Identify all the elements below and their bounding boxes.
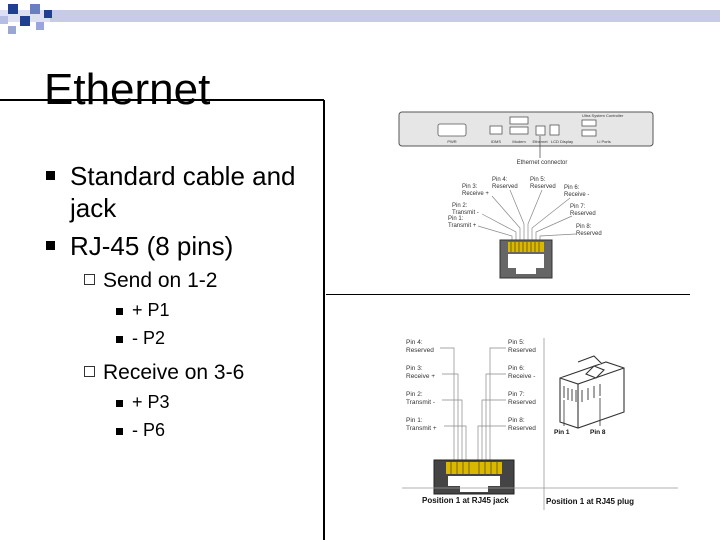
panel-label: LCD Display (551, 139, 573, 144)
sub-bullet-text: Send on 1-2 (103, 269, 217, 292)
pin-label: Pin 5: (530, 177, 546, 183)
slide-title: Ethernet (44, 62, 210, 118)
pin-desc: Transmit - (406, 399, 435, 406)
pin-desc: Reserved (570, 211, 596, 217)
pin-desc: Reserved (576, 231, 602, 237)
rj45-pinout-diagram: Pin 4: Reserved Pin 3: Receive + Pin 2: … (398, 334, 682, 512)
pin-label: Pin 3: (406, 365, 423, 372)
panel-label: Ultra System Controller (582, 113, 624, 118)
bullet-text: RJ-45 (8 pins) (70, 231, 233, 261)
pin-label: Pin 4: (406, 339, 423, 346)
panel-label: PWR (447, 139, 456, 144)
sub-sub-bullet-text: - P6 (132, 420, 165, 440)
square-bullet-icon (116, 428, 123, 435)
pin-label: Pin 7: (508, 391, 525, 398)
square-bullet-icon (116, 336, 123, 343)
plug-caption: Position 1 at RJ45 plug (546, 497, 634, 506)
pin-desc: Transmit - (452, 210, 479, 216)
title-underline (0, 99, 324, 101)
panel-label: Li Ports (597, 139, 611, 144)
hollow-square-bullet-icon (84, 274, 95, 285)
pin-desc: Transmit + (406, 425, 437, 432)
square-bullet-icon (46, 171, 55, 180)
pin-desc: Reserved (406, 347, 434, 354)
pin-desc: Receive + (462, 191, 489, 197)
pin-desc: Reserved (492, 184, 518, 190)
sub-sub-bullet-text: + P3 (132, 392, 170, 412)
square-bullet-icon (116, 400, 123, 407)
pin-label: Pin 4: (492, 177, 508, 183)
pin-label: Pin 1: (406, 417, 423, 424)
pin-desc: Reserved (530, 184, 556, 190)
pin-desc: Receive + (406, 373, 435, 380)
plug-pin-right-label: Pin 8 (590, 429, 606, 436)
sub-sub-bullet-item: - P6 (44, 418, 334, 442)
sub-bullet-item: Receive on 3-6 (44, 360, 334, 386)
sub-sub-bullet-item: + P3 (44, 390, 334, 414)
pin-label: Pin 2: (452, 203, 468, 209)
pin-label: Pin 6: (508, 365, 525, 372)
jack-caption: Position 1 at RJ45 jack (422, 496, 509, 505)
pin-label: Pin 7: (570, 204, 586, 210)
panel-label: Ethernet (532, 139, 548, 144)
hollow-square-bullet-icon (84, 366, 95, 377)
sub-sub-bullet-text: - P2 (132, 328, 165, 348)
panel-label: IDMS (491, 139, 501, 144)
pin-label: Pin 8: (508, 417, 525, 424)
square-bullet-icon (46, 241, 55, 250)
pin-label: Pin 8: (576, 224, 592, 230)
sub-sub-bullet-item: - P2 (44, 326, 334, 350)
bullet-text: Standard cable and jack (70, 161, 296, 223)
pin-label: Pin 1: (448, 216, 464, 222)
pin-label: Pin 3: (462, 184, 478, 190)
sub-bullet-item: Send on 1-2 (44, 268, 334, 294)
connector-caption: Ethernet connector (517, 160, 568, 166)
pin-desc: Receive - (508, 373, 535, 380)
pin-desc: Transmit + (448, 223, 477, 229)
pin-label: Pin 2: (406, 391, 423, 398)
header-decoration (0, 0, 720, 40)
bullet-item: RJ-45 (8 pins) (44, 230, 334, 262)
pin-desc: Reserved (508, 399, 536, 406)
panel-label: Modem (512, 139, 526, 144)
sub-sub-bullet-text: + P1 (132, 300, 170, 320)
plug-pin-left-label: Pin 1 (554, 429, 570, 436)
pin-desc: Receive - (564, 192, 589, 198)
sub-bullet-text: Receive on 3-6 (103, 361, 244, 384)
pin-desc: Reserved (508, 347, 536, 354)
bullet-list: Standard cable and jack RJ-45 (8 pins) S… (44, 160, 334, 442)
horizontal-divider (326, 294, 690, 295)
pin-label: Pin 5: (508, 339, 525, 346)
ethernet-connector-diagram: PWR IDMS Modem Ethernet LCD Display Li P… (396, 108, 656, 280)
sub-sub-bullet-item: + P1 (44, 298, 334, 322)
square-bullet-icon (116, 308, 123, 315)
pin-label: Pin 6: (564, 185, 580, 191)
pin-desc: Reserved (508, 425, 536, 432)
bullet-item: Standard cable and jack (44, 160, 334, 224)
